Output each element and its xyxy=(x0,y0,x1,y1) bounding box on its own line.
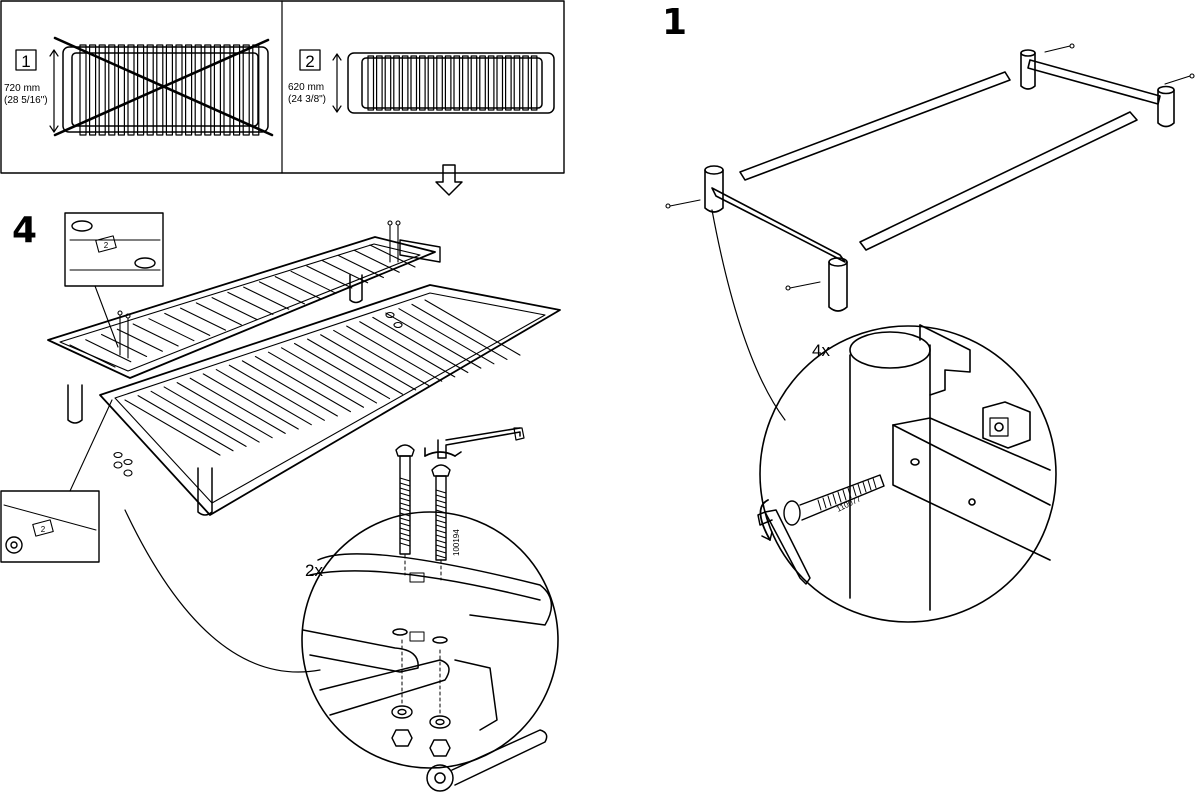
option-2-height-in: (24 3/8") xyxy=(288,94,326,105)
step-1-number: 1 xyxy=(662,2,687,43)
allen-key-icon-top xyxy=(424,427,525,459)
label-detail-callout-top: 2 xyxy=(64,212,164,348)
bed-frame-illustration xyxy=(665,43,1195,312)
option-2-height-mm: 620 mm xyxy=(288,82,324,93)
option-1-crossed-out: 1 720 mm (28 5/16") xyxy=(4,36,274,137)
height-option-panel: 1 720 mm (28 5/16") 2 620 mm (24 3/8") xyxy=(0,0,565,174)
option-1-height-mm: 720 mm xyxy=(4,83,40,94)
sofa-frame-illustration xyxy=(47,220,561,516)
wrench-icon xyxy=(426,729,548,792)
option-2-number: 2 xyxy=(305,52,314,71)
option-2: 2 620 mm (24 3/8") xyxy=(288,49,555,114)
bolt-110077 xyxy=(783,474,885,526)
top-screws xyxy=(117,220,401,359)
down-arrow-icon xyxy=(435,164,463,196)
hole-label-top: 2 xyxy=(104,241,109,250)
back-slat-section xyxy=(47,236,436,379)
option-1-number: 1 xyxy=(21,52,30,71)
magnified-detail-circle-right xyxy=(711,209,1057,623)
option-1-height-in: (28 5/16") xyxy=(4,95,48,106)
sofa-base-high-icon xyxy=(62,44,269,136)
step-4-number: 4 xyxy=(12,210,37,251)
frame-screws xyxy=(665,43,1195,291)
label-detail-callout-bottom: 2 xyxy=(0,399,113,563)
quantity-4x: 4x xyxy=(812,341,830,360)
allen-key-icon-right xyxy=(757,499,811,585)
part-number-100194: 100194 xyxy=(452,529,461,556)
cross-out-mark xyxy=(53,36,274,137)
quantity-2x: 2x xyxy=(305,561,323,580)
magnified-detail-circle xyxy=(124,509,559,792)
seat-slat-section xyxy=(99,284,561,516)
bolts-100194 xyxy=(395,444,451,581)
frame-legs xyxy=(67,274,363,516)
hole-label-bottom: 2 xyxy=(41,525,46,534)
washers-and-nuts xyxy=(113,311,403,477)
sofa-base-low-icon xyxy=(347,52,555,114)
